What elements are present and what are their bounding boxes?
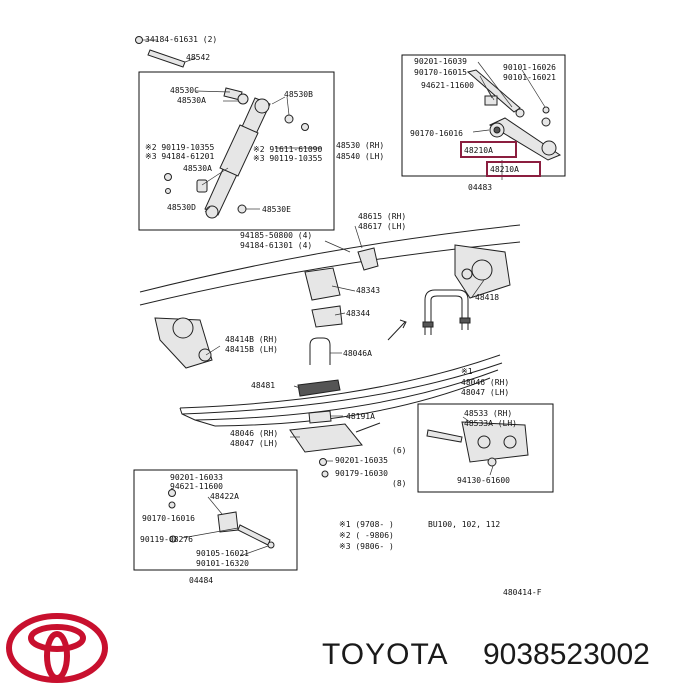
u-bolt-small-part [309,337,331,365]
label-l10: 48530 (RH) [336,141,384,150]
label-l60: 480414-F [503,588,542,597]
label-l44: 90201-16035 [335,456,388,465]
label-l59: ※3 (9806- ) [339,542,394,551]
label-l32: 48415B (LH) [225,345,278,354]
label-l53: 90105-16021 [196,549,249,558]
label-l47: 94130-61600 [457,476,510,485]
label-l17: 90101-16026 [503,63,556,72]
label-l11: 48540 (LH) [336,152,384,161]
label-l57: BU100, 102, 112 [428,520,500,529]
lower-shackle-group-box [133,469,298,571]
label-l56: ※1 (9708- ) [339,520,394,529]
label-l19: 94621-11600 [421,81,474,90]
label-l48: 90201-16033 [170,473,223,482]
bolt-icon [135,36,158,44]
label-l33: 48046A [343,349,372,358]
label-l21: 48210A [464,146,493,155]
label-l26: 94185-50800 (4) [240,231,312,240]
highlight-48210a-lower [486,161,541,177]
label-l31: 48414B (RH) [225,335,278,344]
label-l06: ※2 90119-10355 [145,143,215,152]
label-l14: 48530E [262,205,291,214]
label-l27: 94184-61301 (4) [240,241,312,250]
label-l07: ※3 94184-61201 [145,152,215,161]
arrow-icon [387,321,406,341]
rear-bracket-group-box [417,403,554,493]
lower-shackle-part [168,489,275,549]
brand-name: TOYOTA [322,638,449,671]
label-l50: 48422A [210,492,239,501]
label-l51: 90170-16016 [142,514,195,523]
label-l45: 90179-16030 [335,469,388,478]
u-bolt-part [422,289,471,335]
shock-absorber-group-box [138,71,335,231]
label-l29: 48418 [475,293,499,302]
label-l01: 34184-61631 (2) [145,35,217,44]
spring-bracket-part [304,247,379,328]
label-l05: 48530B [284,90,313,99]
label-l35: ※1 [461,367,473,376]
label-l04: 48530A [177,96,206,105]
label-l52: 90119-08276 [140,535,193,544]
arrow-icon [355,422,381,433]
label-l22: 48210A [490,165,519,174]
label-l23: 04483 [468,183,492,192]
label-l09: ※3 90119-10355 [253,154,323,163]
label-l37: 48047 (LH) [461,388,509,397]
label-l15: 90201-16039 [414,57,467,66]
label-l55: 04484 [189,576,213,585]
label-l20: 90170-16016 [410,129,463,138]
rear-hanger-part [454,244,511,299]
label-l13: 48530D [167,203,196,212]
spring-pad-part [289,379,363,478]
highlight-48210a-upper [460,141,517,158]
part-labels: 34184-61631 (2) 48542 48530C 48530A 4853… [140,35,556,597]
label-l38: 48191A [346,412,375,421]
label-l42: 48047 (LH) [230,439,278,448]
label-l30: 48344 [346,309,370,318]
label-l58: ※2 ( -9806) [339,531,394,540]
label-l24: 48615 (RH) [358,212,406,221]
label-l39: 48533 (RH) [464,409,512,418]
label-l25: 48617 (LH) [358,222,406,231]
label-l41: 48046 (RH) [230,429,278,438]
stud-bolt-part [147,49,197,68]
label-l40: 48533A (LH) [464,419,517,428]
label-l46: (8) [392,479,406,488]
label-l03: 48530C [170,86,199,95]
label-l43: (6) [392,446,406,455]
label-l16: 90170-16015 [414,68,467,77]
label-l12: 48530A [183,164,212,173]
part-number: 9038523002 [483,638,650,671]
front-bracket-part [154,317,213,369]
label-l34: 48481 [251,381,275,390]
rear-shackle-bracket-part [426,421,529,467]
label-l54: 90101-16320 [196,559,249,568]
shackle-part [466,69,562,161]
toyota-logo-icon [6,613,108,683]
leaf-spring-part [139,224,521,427]
label-l08: ※2 91611-61090 [253,145,323,154]
shackle-group-box [401,54,566,177]
label-l28: 48343 [356,286,380,295]
label-l49: 94621-11600 [170,482,223,491]
label-l36: 48046 (RH) [461,378,509,387]
label-l18: 90101-16021 [503,73,556,82]
label-l02: 48542 [186,53,210,62]
